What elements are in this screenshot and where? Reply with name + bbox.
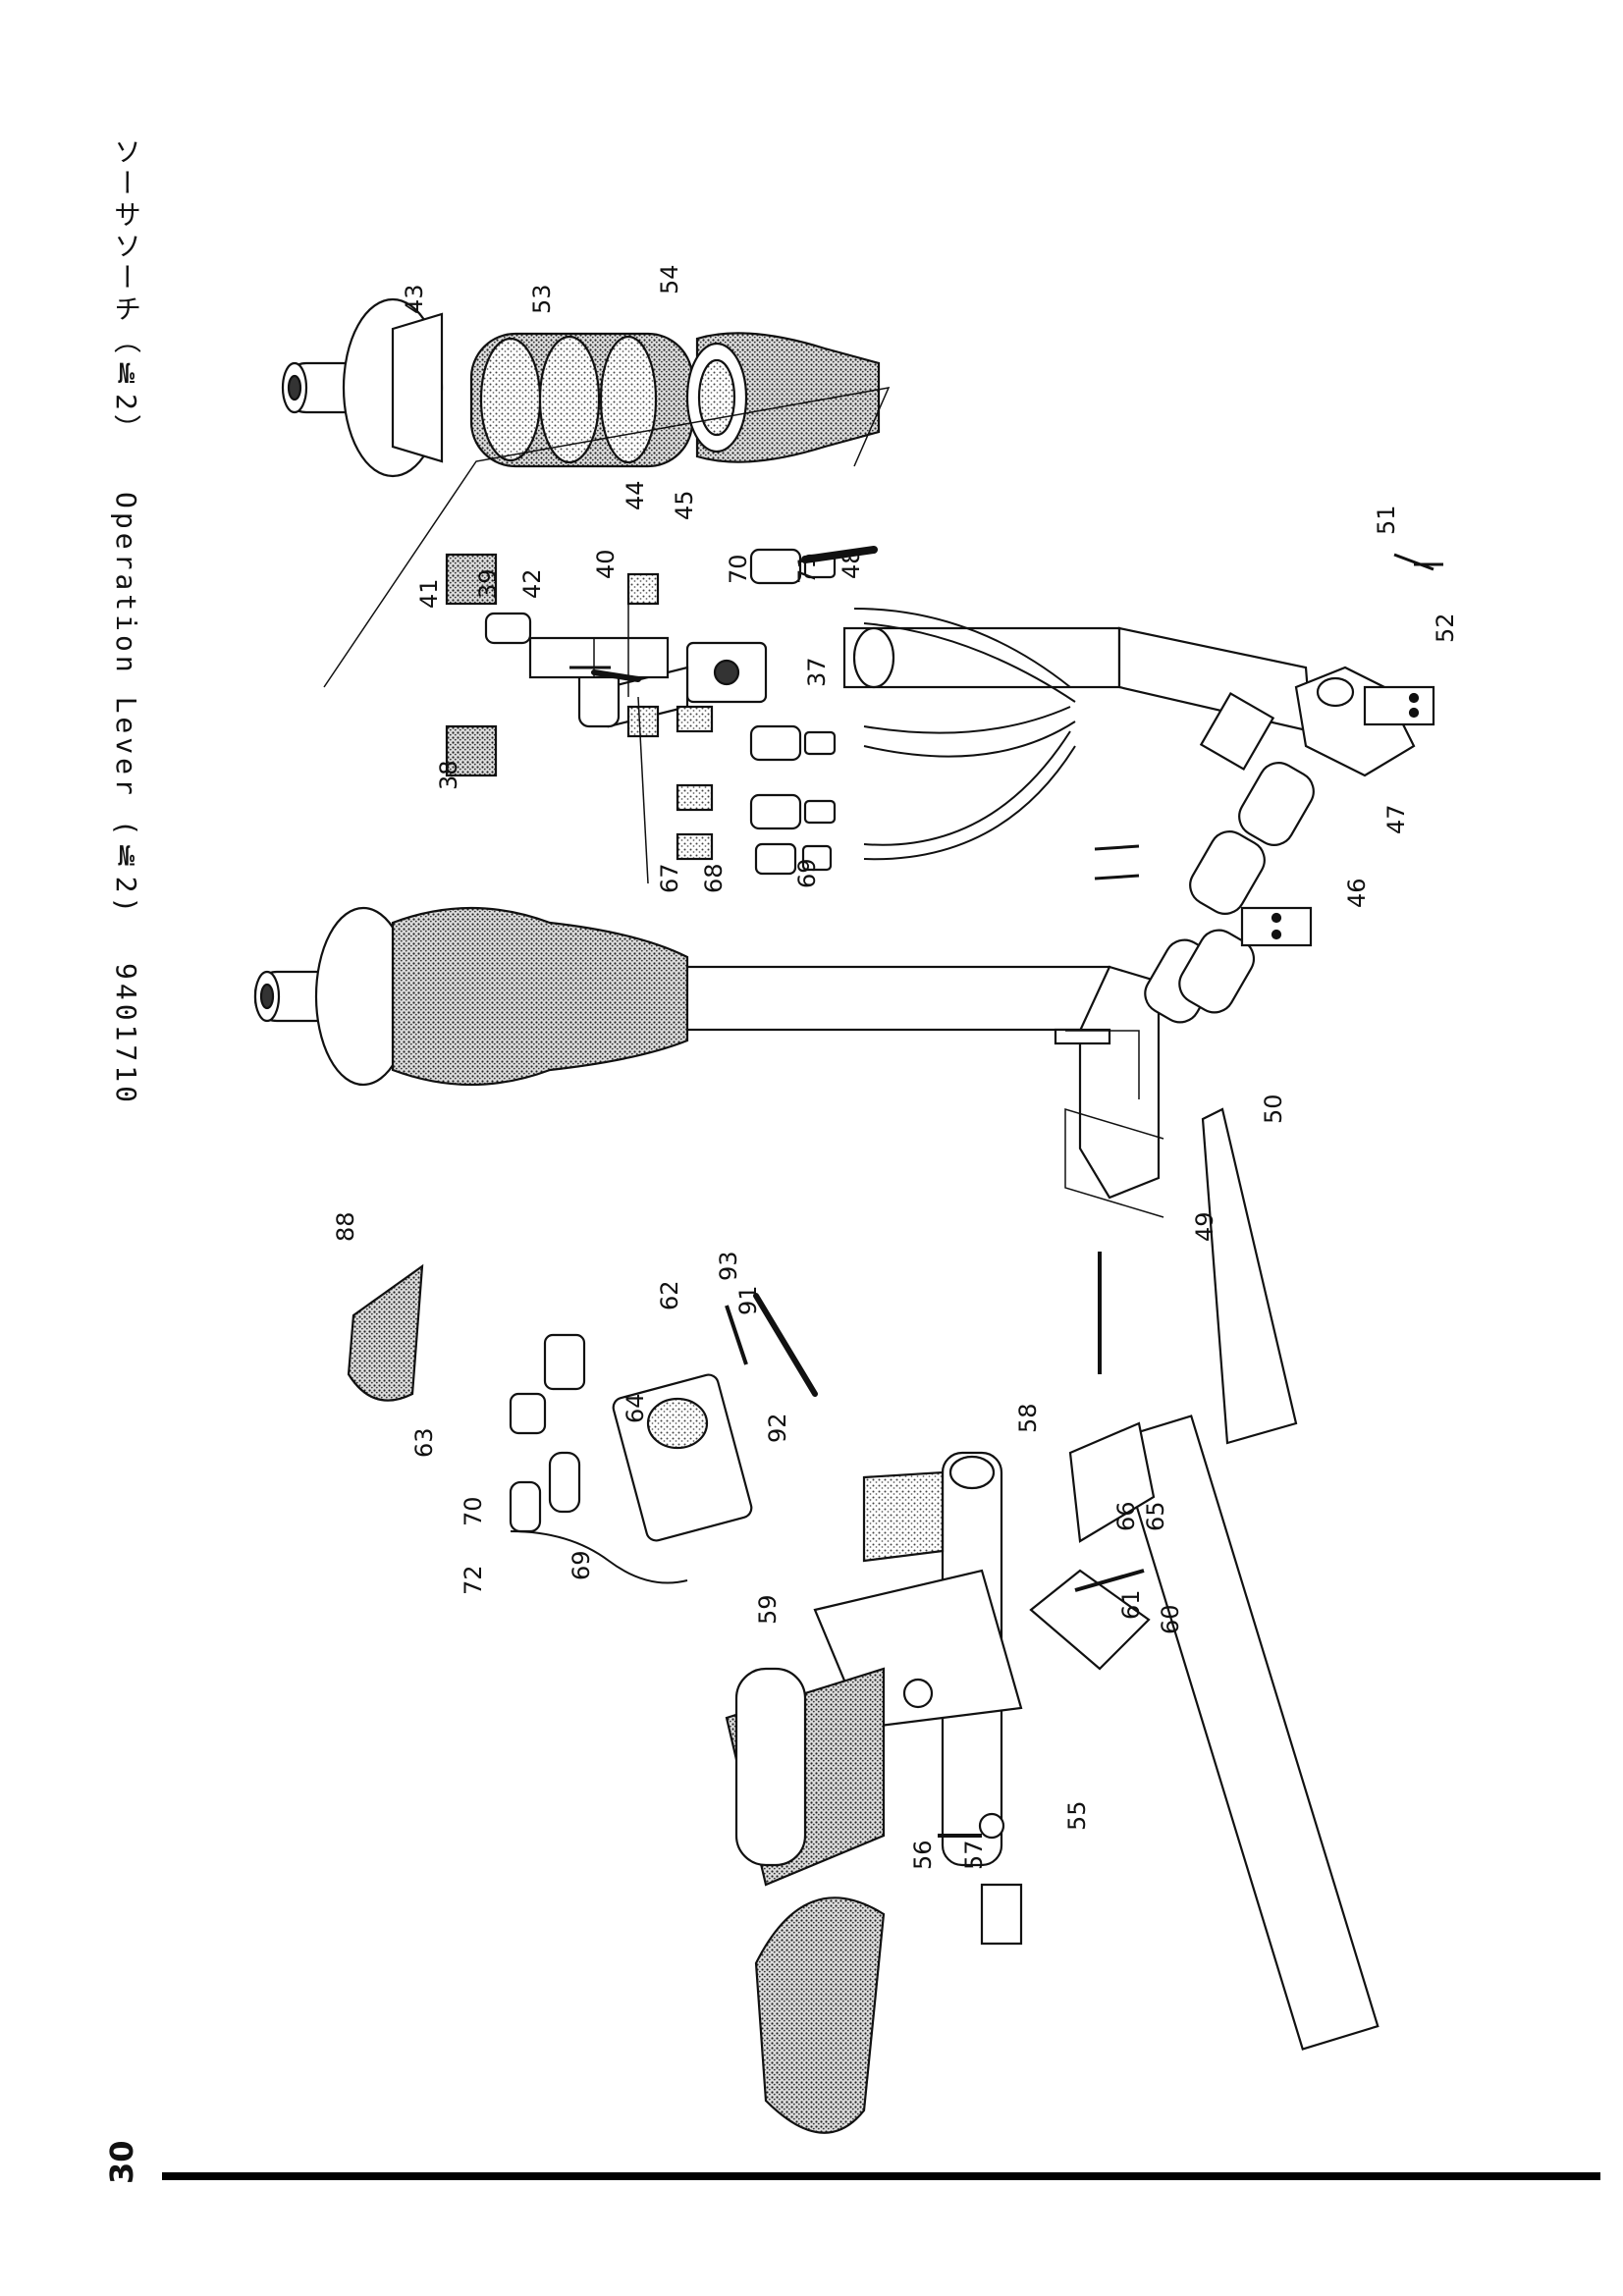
callout: 71: [793, 554, 821, 584]
callout: 65: [1142, 1501, 1169, 1531]
fittings: [445, 548, 837, 884]
callout: 67: [656, 863, 683, 893]
callout: 64: [622, 1393, 649, 1423]
part-code: 9401710: [110, 962, 142, 1106]
callout: 48: [838, 549, 865, 579]
callout: 58: [1014, 1403, 1042, 1433]
callout: 72: [460, 1565, 487, 1595]
pin-48: [801, 546, 878, 563]
callout: 91: [734, 1285, 762, 1315]
footer-rule: [162, 2172, 1600, 2180]
callout: 46: [1343, 878, 1371, 908]
rod-49: [1114, 1107, 1380, 2051]
callout: 66: [1112, 1501, 1140, 1531]
bracket-assembly: [725, 1421, 1156, 2134]
callout: 88: [332, 1211, 359, 1242]
callout: 93: [715, 1251, 742, 1281]
callout: 49: [1191, 1211, 1218, 1242]
knob-43: [281, 297, 444, 478]
hoses: [853, 608, 1076, 861]
callout: 43: [401, 284, 428, 314]
callout: 51: [1373, 505, 1400, 535]
boot-53: [469, 332, 694, 468]
callout: 70: [725, 554, 752, 584]
callout: 54: [656, 264, 683, 294]
callout: 44: [622, 480, 649, 510]
callout: 50: [1260, 1094, 1287, 1124]
callout: 57: [960, 1840, 988, 1870]
callout: 41: [415, 578, 443, 609]
valve-block: [347, 1263, 818, 1584]
callout: 69: [568, 1550, 595, 1580]
page-title: ソーサソーチ（№2） Operation Lever (№2) 9401710: [86, 137, 145, 1106]
callout: 70: [460, 1496, 487, 1526]
callout: 63: [410, 1427, 438, 1458]
callout: 40: [592, 549, 620, 579]
callout: 60: [1157, 1604, 1184, 1634]
callout: 68: [700, 863, 728, 893]
callout: 61: [1117, 1589, 1145, 1620]
callout: 39: [474, 568, 502, 599]
callout: 52: [1432, 613, 1459, 643]
callout: 47: [1382, 804, 1410, 834]
callout: 53: [528, 284, 556, 314]
callout: 45: [671, 490, 698, 520]
exploded-lever: [842, 626, 1435, 947]
english-title: Operation Lever (№2): [110, 491, 142, 918]
callout: 38: [435, 760, 462, 790]
callout: 59: [754, 1594, 782, 1625]
callout: 55: [1063, 1800, 1091, 1831]
callout: 56: [909, 1840, 937, 1870]
boot-54: [685, 332, 881, 463]
callout: 42: [518, 568, 546, 599]
japanese-title: ソーサソーチ（№2）: [110, 137, 142, 446]
callout: 37: [803, 657, 831, 687]
callout: 69: [793, 858, 821, 888]
assembled-lever: [253, 906, 1256, 1218]
pin-44: [591, 669, 641, 682]
callouts: 43 53 54 44 45 41 39 42 40 70 71 48 38 3…: [332, 264, 1459, 1870]
callout: 92: [764, 1413, 791, 1443]
callout: 62: [656, 1280, 683, 1310]
